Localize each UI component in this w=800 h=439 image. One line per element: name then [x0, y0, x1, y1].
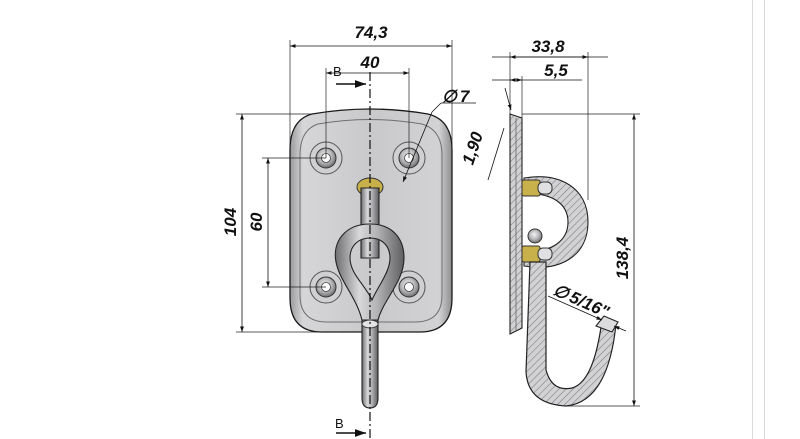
- j-hook: [525, 261, 617, 407]
- dim-depth-text: 33,8: [531, 37, 565, 56]
- dim-hook-height-text: 138,4: [613, 236, 632, 279]
- dim-hook-height: 138,4: [522, 113, 640, 407]
- dim-wire-diameter-text: ∅5/16": [550, 280, 612, 322]
- dim-hole-spacing-y: 60: [247, 157, 326, 288]
- dim-plate-thickness-text: 1,90: [459, 129, 487, 167]
- hook-eye: [523, 176, 589, 268]
- bushing-top: [521, 179, 541, 197]
- dim-offset: 5,5: [492, 61, 582, 118]
- dim-wire-diameter-value: 5/16": [567, 288, 613, 322]
- dim-hole-spacing-x: 40: [325, 53, 410, 158]
- dim-total-height: 104: [221, 113, 322, 333]
- mounting-hole-bottom-left: [309, 270, 343, 304]
- mounting-hole-bottom-right: [392, 270, 426, 304]
- dim-plate-width-text: 74,3: [354, 23, 388, 42]
- diameter-symbol: ∅: [442, 87, 459, 106]
- dim-hole-diameter-value: 7: [460, 87, 471, 106]
- bushing-top-pin: [537, 181, 553, 195]
- bushing-bottom-pin: [537, 247, 553, 261]
- plate-inner-rim: [299, 119, 443, 323]
- section-label-top: B: [333, 64, 342, 79]
- dim-offset-text: 5,5: [544, 61, 568, 80]
- section-marker-bottom: B: [335, 416, 366, 437]
- dim-plate-width: 74,3: [289, 23, 453, 150]
- dim-hole-spacing-y-text: 60: [247, 212, 266, 231]
- dim-hole-spacing-x-text: 40: [360, 53, 380, 72]
- right-border-line-1: [752, 0, 753, 439]
- front-view: [289, 72, 453, 439]
- dim-total-height-text: 104: [221, 207, 240, 236]
- dim-hole-diameter: ∅7: [402, 87, 476, 183]
- right-border-line-2: [764, 0, 765, 439]
- bushing-bottom: [521, 245, 541, 263]
- side-view: [509, 113, 619, 407]
- dim-depth: 33,8: [492, 37, 608, 200]
- axle-end: [527, 228, 543, 244]
- section-label-bottom: B: [335, 416, 344, 431]
- dim-hole-diameter-text: ∅7: [442, 87, 471, 106]
